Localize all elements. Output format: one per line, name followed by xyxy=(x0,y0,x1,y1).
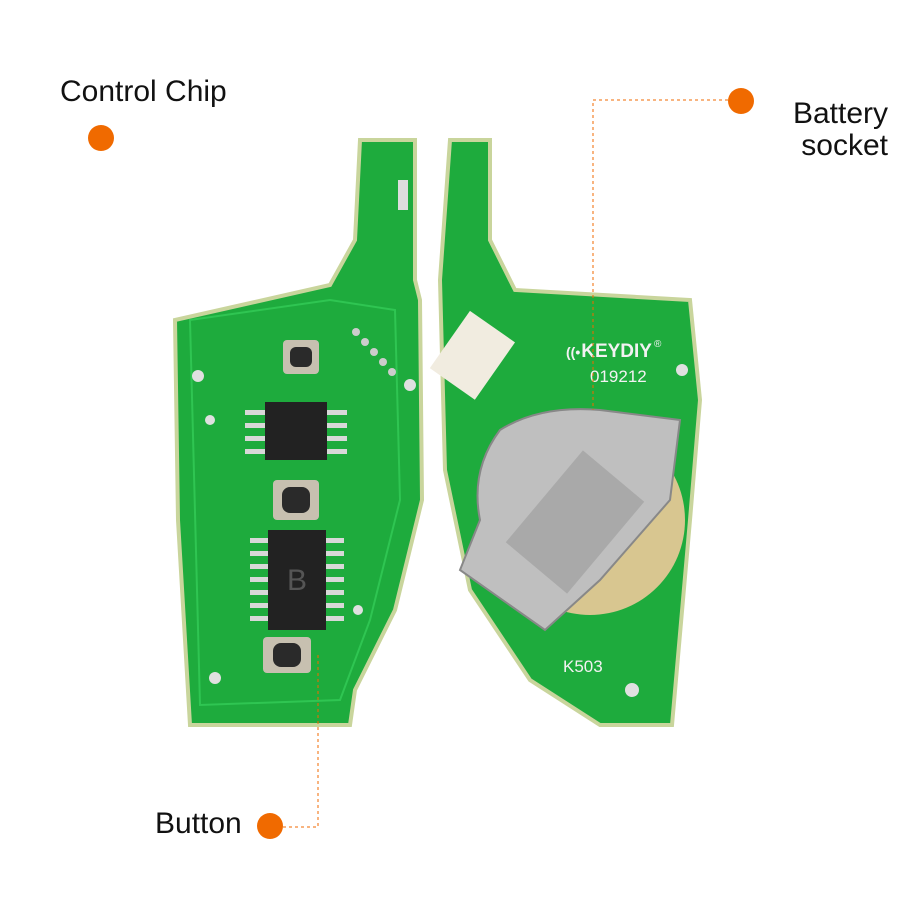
button-label: Button xyxy=(155,807,242,840)
battery-socket-label-line2: socket xyxy=(801,129,888,162)
brand-logo-line: ((•KEYDIY® xyxy=(566,339,662,362)
connector xyxy=(429,310,516,400)
battery-socket-label: Battery socket xyxy=(780,98,888,162)
control-chip-marker xyxy=(88,125,114,151)
control-chip-label: Control Chip xyxy=(60,75,227,108)
brand-prefix: ((• xyxy=(566,344,580,360)
ic-mark: B xyxy=(287,564,307,597)
brand-logo: KEYDIY xyxy=(581,341,652,362)
registered-mark: ® xyxy=(654,339,662,350)
button-marker xyxy=(257,813,283,839)
main-ic xyxy=(268,530,326,630)
battery-socket-marker xyxy=(728,88,754,114)
model-number: K503 xyxy=(563,657,603,676)
battery-socket-label-line1: Battery xyxy=(792,97,888,130)
serial-number: 019212 xyxy=(590,367,647,386)
control-chip xyxy=(265,402,327,460)
